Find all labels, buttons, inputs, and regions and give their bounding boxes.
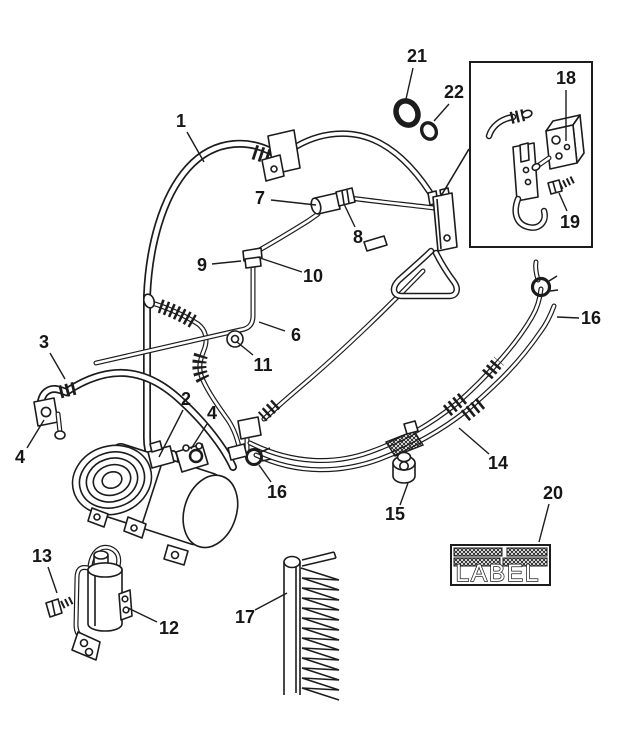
- leader-line-22: [433, 103, 450, 122]
- o-ring-22: [419, 121, 439, 141]
- callout-11: 11: [253, 355, 272, 375]
- callout-9: 9: [197, 255, 207, 275]
- leader-line-15: [399, 482, 409, 506]
- elbow-fitting: [237, 416, 262, 440]
- top-tube: [251, 129, 440, 206]
- hose-clamp-lower: [245, 447, 272, 466]
- leader-line-10: [256, 256, 303, 273]
- evap-tube-assembly: [93, 187, 437, 366]
- bolt-13: [45, 596, 74, 618]
- leader-line-16: [556, 316, 580, 319]
- callout-4: 4: [15, 447, 25, 467]
- leader-line-19: [558, 192, 568, 212]
- expansion-valve-18: [531, 114, 585, 172]
- callout-22: 22: [444, 82, 464, 102]
- callout-15: 15: [385, 504, 405, 524]
- callout-1: 1: [176, 111, 186, 131]
- leader-line-9: [211, 260, 242, 265]
- o-ring-21: [393, 98, 421, 128]
- callout-20: 20: [543, 483, 563, 503]
- leader-line-6: [258, 321, 286, 332]
- leader-line-4: [190, 423, 208, 450]
- evap-bracket: [390, 148, 470, 300]
- callout-18: 18: [556, 68, 576, 88]
- callout-8: 8: [353, 227, 363, 247]
- leader-line-16: [258, 464, 272, 483]
- leader-line-21: [405, 67, 414, 100]
- callout-10: 10: [303, 266, 323, 286]
- discharge-hose-3: [33, 368, 237, 471]
- callout-2: 2: [181, 389, 191, 409]
- callout-7: 7: [255, 188, 265, 208]
- fitting-10: [244, 256, 262, 269]
- underbody-lines: [247, 286, 557, 473]
- condenser: [283, 551, 340, 701]
- leader-line-2: [158, 409, 184, 458]
- drier-tab: [118, 589, 133, 621]
- leader-line-20: [538, 503, 550, 543]
- bolt-19: [547, 175, 576, 195]
- leader-line-3: [49, 352, 66, 380]
- fitting-8: [335, 187, 356, 207]
- callout-21: 21: [407, 46, 427, 66]
- inset-leader-line: [440, 148, 470, 197]
- receiver-drier: [45, 544, 133, 661]
- leader-line-12: [127, 607, 158, 623]
- leader-line-14: [458, 427, 490, 455]
- label-box: LABEL: [450, 544, 551, 588]
- compressor: [71, 440, 248, 566]
- callout-4: 4: [207, 403, 217, 423]
- bracket-4: [188, 448, 204, 464]
- spring-wrapped-hose: [142, 293, 243, 455]
- leader-line-1: [186, 131, 205, 163]
- callout-13: 13: [32, 546, 52, 566]
- leader-line-4: [26, 419, 45, 449]
- callout-3: 3: [39, 332, 49, 352]
- callout-16: 16: [267, 482, 287, 502]
- inset-box: [469, 61, 593, 248]
- callout-12: 12: [159, 618, 179, 638]
- callout-16: 16: [581, 308, 601, 328]
- callout-17: 17: [235, 607, 255, 627]
- fitting-nut-15: [392, 451, 416, 484]
- leader-line-13: [47, 566, 58, 594]
- inset-bracket: [512, 142, 548, 231]
- routing-clamp: [384, 430, 425, 457]
- compressor-pulley: [71, 444, 153, 516]
- callout-14: 14: [488, 453, 508, 473]
- callout-19: 19: [560, 212, 580, 232]
- leader-line-7: [270, 199, 317, 206]
- leader-line-8: [343, 203, 356, 228]
- leader-line-17: [254, 592, 288, 611]
- callout-6: 6: [291, 325, 301, 345]
- hose-clamp-right: [530, 259, 559, 298]
- leader-line-11: [236, 341, 254, 356]
- condenser-fins: [300, 567, 340, 701]
- label-text: LABEL: [456, 560, 541, 587]
